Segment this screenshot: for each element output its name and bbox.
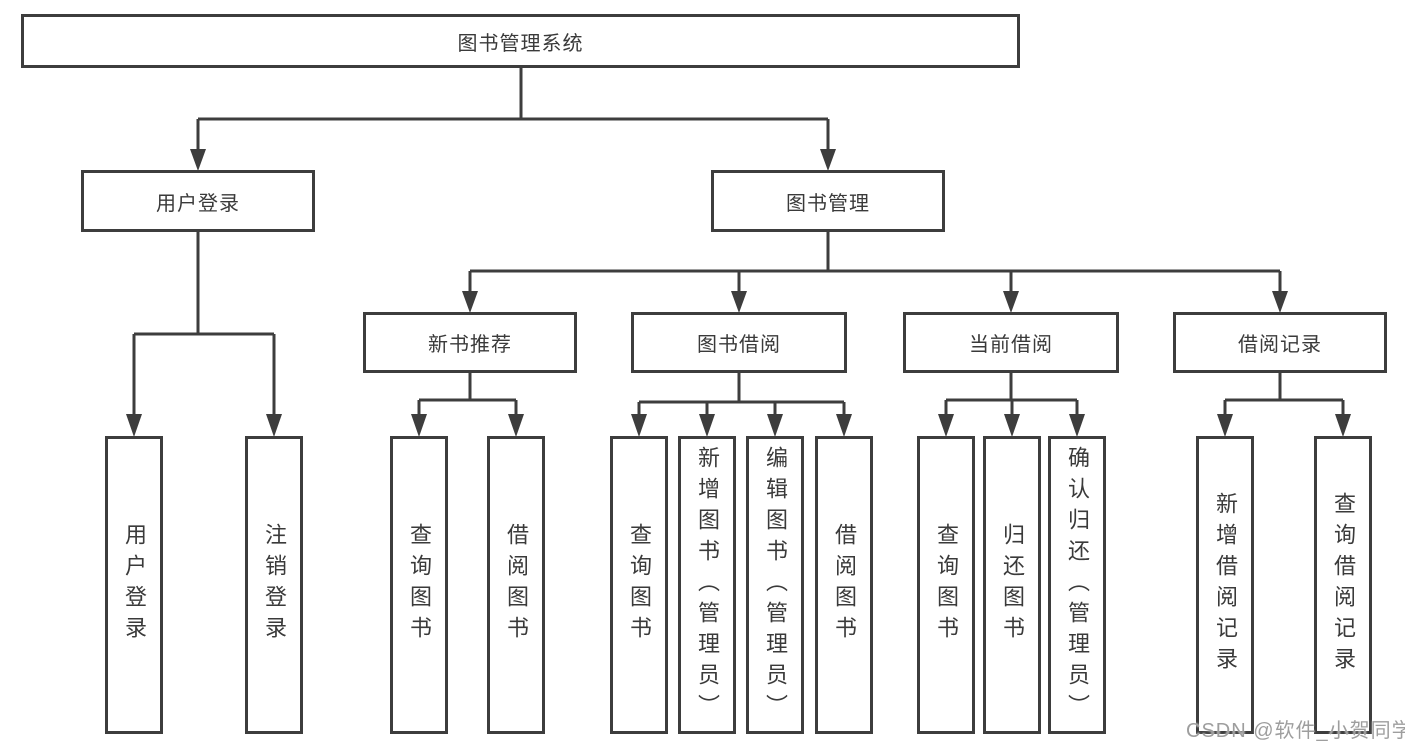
leaf-label: 注销登录 xyxy=(262,523,287,647)
node-borrowing-records: 借阅记录 xyxy=(1173,312,1387,373)
node-label: 当前借阅 xyxy=(969,334,1053,356)
leaf-label: 新增图书（管理员） xyxy=(695,445,720,725)
leaf-node-return-books: 归还图书 xyxy=(983,436,1041,734)
leaf-node-add-borrow-record: 新增借阅记录 xyxy=(1196,436,1254,734)
leaf-label: 查询图书 xyxy=(934,523,959,647)
leaf-node-borrow-books: 借阅图书 xyxy=(815,436,873,734)
node-label: 图书管理 xyxy=(786,192,870,215)
leaf-label: 查询借阅记录 xyxy=(1331,492,1356,678)
node-new-book-recommendation: 新书推荐 xyxy=(363,312,577,373)
leaf-label: 查询图书 xyxy=(627,523,652,647)
leaf-node-confirm-return-admin: 确认归还（管理员） xyxy=(1048,436,1106,734)
leaf-node-user-login: 用户登录 xyxy=(105,436,163,734)
leaf-label: 查询图书 xyxy=(407,523,432,647)
leaf-label: 归还图书 xyxy=(1000,523,1025,647)
leaf-label: 用户登录 xyxy=(122,523,147,647)
leaf-label: 借阅图书 xyxy=(504,523,529,647)
leaf-label: 编辑图书（管理员） xyxy=(763,445,788,725)
node-current-borrowing: 当前借阅 xyxy=(903,312,1119,373)
leaf-label: 确认归还（管理员） xyxy=(1065,445,1090,725)
leaf-node-logout: 注销登录 xyxy=(245,436,303,734)
leaf-label: 新增借阅记录 xyxy=(1213,492,1238,678)
arrowheads xyxy=(126,149,1351,437)
leaf-node-edit-books-admin: 编辑图书（管理员） xyxy=(746,436,804,734)
node-label: 图书管理系统 xyxy=(457,32,584,55)
node-label: 图书借阅 xyxy=(697,334,781,356)
leaf-node-query-books-current: 查询图书 xyxy=(917,436,975,734)
node-book-management: 图书管理 xyxy=(711,170,945,232)
node-label: 新书推荐 xyxy=(428,334,512,356)
node-library-management-system: 图书管理系统 xyxy=(21,14,1020,68)
node-book-borrowing: 图书借阅 xyxy=(631,312,847,373)
csdn-watermark: CSDN @软件_小贺同学 xyxy=(1186,720,1405,742)
leaf-label: 借阅图书 xyxy=(832,523,857,647)
node-label: 借阅记录 xyxy=(1238,334,1322,356)
node-label: 用户登录 xyxy=(156,192,240,215)
leaf-node-add-books-admin: 新增图书（管理员） xyxy=(678,436,736,734)
leaf-node-query-borrow-record: 查询借阅记录 xyxy=(1314,436,1372,734)
leaf-node-borrow-books-recommend: 借阅图书 xyxy=(487,436,545,734)
leaf-node-query-books-borrow: 查询图书 xyxy=(610,436,668,734)
node-user-login: 用户登录 xyxy=(81,170,315,232)
leaf-node-query-books-recommend: 查询图书 xyxy=(390,436,448,734)
